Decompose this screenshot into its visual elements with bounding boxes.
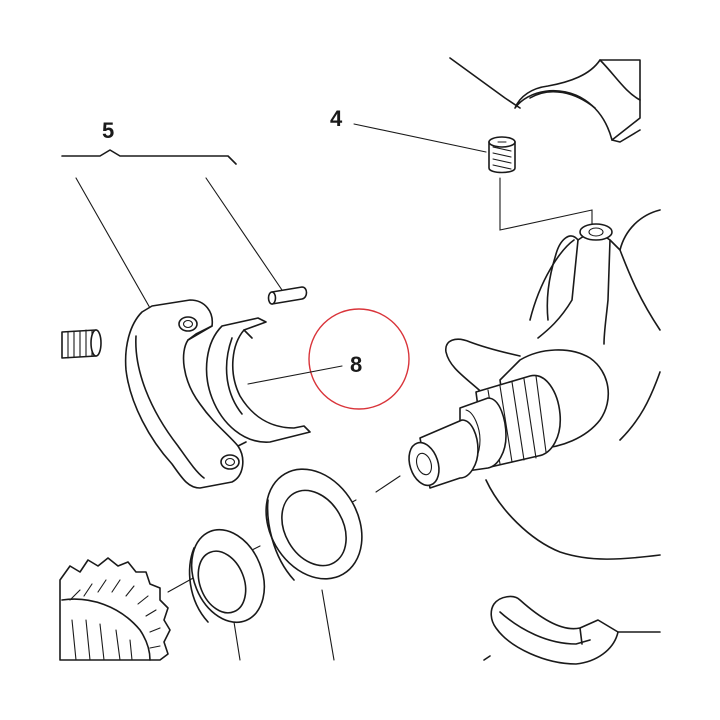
ring-washer xyxy=(188,528,266,661)
spur-gear xyxy=(59,557,171,661)
thrust-washer xyxy=(265,468,363,661)
callout-8-group: 8 xyxy=(247,308,410,410)
callout-5-group: 5 xyxy=(61,118,283,309)
callout-5-leader-right xyxy=(205,177,283,291)
threaded-bolt xyxy=(61,329,102,359)
set-screw xyxy=(488,136,516,174)
callout-5-label: 5 xyxy=(102,118,114,143)
callout-5-leader-left xyxy=(75,177,151,309)
callout-5-bracket xyxy=(61,149,237,165)
bottom-right-bearing-cap xyxy=(483,595,661,665)
screw-assembly-path xyxy=(499,177,593,231)
washer-leader xyxy=(321,589,335,661)
spline-shaft xyxy=(408,349,609,489)
dowel-pin xyxy=(267,286,308,305)
highlight-circle xyxy=(308,308,410,410)
callout-8-leader xyxy=(247,365,343,385)
crankshaft-casting xyxy=(445,209,661,560)
callout-4-label: 4 xyxy=(330,106,343,131)
callout-8-label: 8 xyxy=(350,352,362,377)
callout-4-leader xyxy=(353,123,487,153)
callout-4-group: 4 xyxy=(330,106,487,153)
top-right-bearing-cap xyxy=(449,57,641,143)
half-shell-bearing xyxy=(205,317,311,443)
bearing-cap xyxy=(124,299,247,489)
ring-leader xyxy=(233,621,241,661)
